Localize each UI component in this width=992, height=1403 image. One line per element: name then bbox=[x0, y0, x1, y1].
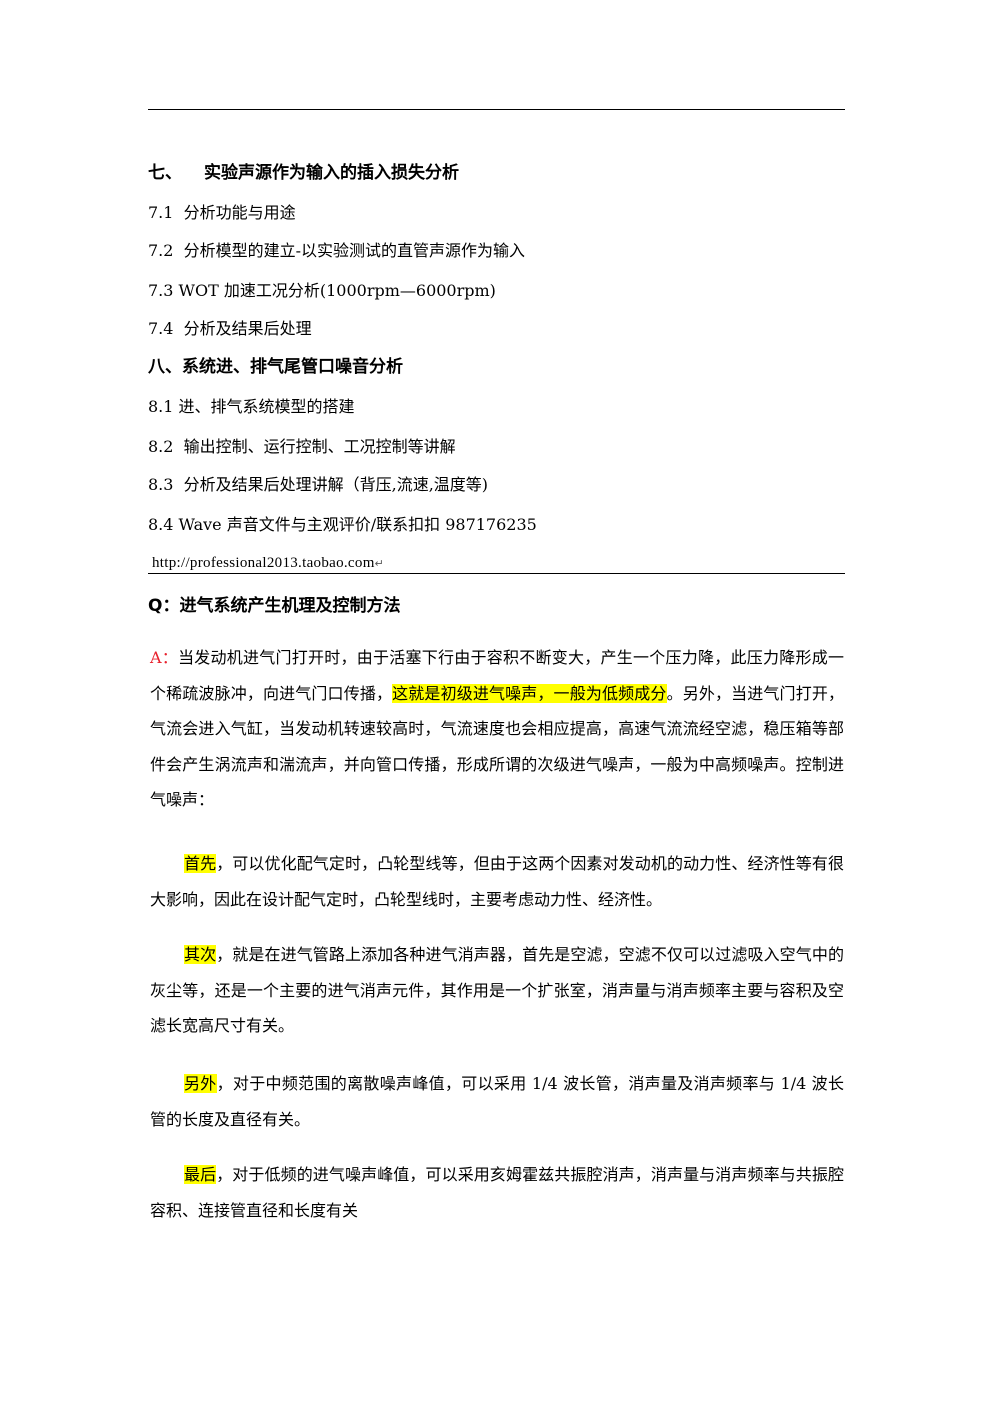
toc-item-number: 8.4 bbox=[148, 515, 174, 534]
point-text: ，对于低频的进气噪声峰值，可以采用亥姆霍兹共振腔消声，消声量与消声频率与共振腔容… bbox=[150, 1165, 844, 1220]
toc-item-text: 分析功能与用途 bbox=[183, 203, 296, 222]
question-heading: Q：进气系统产生机理及控制方法 bbox=[148, 596, 401, 616]
toc-item: 8.4 Wave 声音文件与主观评价/联系扣扣 987176235 bbox=[148, 515, 537, 535]
toc-item: 7.1 分析功能与用途 bbox=[148, 203, 296, 223]
point-lead: 其次 bbox=[184, 945, 217, 964]
point-text: ，就是在进气管路上添加各种进气消声器，首先是空滤，空滤不仅可以过滤吸入空气中的灰… bbox=[150, 945, 844, 1035]
toc-item-text: 分析及结果后处理 bbox=[183, 319, 312, 338]
control-point-third: 另外，对于中频范围的离散噪声峰值，可以采用 1/4 波长管，消声量及消声频率与 … bbox=[150, 1066, 844, 1137]
control-point-first: 首先，可以优化配气定时，凸轮型线等，但由于这两个因素对发动机的动力性、经济性等有… bbox=[150, 846, 844, 917]
toc-item: 8.3 分析及结果后处理讲解（背压,流速,温度等) bbox=[148, 475, 488, 495]
section-7-title: 实验声源作为输入的插入损失分析 bbox=[204, 163, 459, 183]
toc-item-text: 输出控制、运行控制、工况控制等讲解 bbox=[183, 437, 456, 456]
toc-item-text: WOT 加速工况分析(1000rpm—6000rpm) bbox=[178, 281, 496, 300]
section-7-heading: 七、 实验声源作为输入的插入损失分析 bbox=[148, 163, 459, 183]
section-8-title: 系统进、排气尾管口噪音分析 bbox=[182, 357, 403, 377]
answer-text-part2: 。另外，当进气门打开，气流会进入气缸，当发动机转速较高时，气流速度也会相应提高，… bbox=[150, 683, 844, 810]
section-8-heading: 八、系统进、排气尾管口噪音分析 bbox=[148, 357, 403, 377]
toc-item-text: 进、排气系统模型的搭建 bbox=[178, 397, 355, 416]
return-mark-icon: ↵ bbox=[374, 558, 385, 570]
section-8-number: 八、 bbox=[148, 357, 182, 377]
toc-item-text: 分析模型的建立-以实验测试的直管声源作为输入 bbox=[183, 241, 526, 260]
toc-item-number: 7.2 bbox=[148, 241, 174, 260]
toc-item-text: Wave 声音文件与主观评价/联系扣扣 987176235 bbox=[178, 515, 537, 534]
section-7-number: 七、 bbox=[148, 163, 182, 183]
point-lead: 首先 bbox=[184, 854, 217, 873]
toc-item: 8.2 输出控制、运行控制、工况控制等讲解 bbox=[148, 437, 456, 457]
toc-item: 7.3 WOT 加速工况分析(1000rpm—6000rpm) bbox=[148, 281, 496, 301]
toc-item-number: 7.4 bbox=[148, 319, 174, 338]
toc-item: 7.4 分析及结果后处理 bbox=[148, 319, 312, 339]
toc-item-number: 7.1 bbox=[148, 203, 174, 222]
toc-item-text: 分析及结果后处理讲解（背压,流速,温度等) bbox=[183, 475, 489, 494]
toc-item: 8.1 进、排气系统模型的搭建 bbox=[148, 397, 355, 417]
answer-highlight: 这就是初级进气噪声，一般为低频成分 bbox=[392, 683, 667, 703]
toc-item-number: 8.1 bbox=[148, 397, 174, 416]
answer-text-part1: 当发动机进气门打开时，由于活塞下行由于容积不断变大，产生一个压力降，此压力降形成… bbox=[150, 648, 844, 703]
point-text: ，可以优化配气定时，凸轮型线等，但由于这两个因素对发动机的动力性、经济性等有很大… bbox=[150, 854, 844, 909]
point-lead: 最后 bbox=[184, 1165, 217, 1184]
toc-item-number: 8.2 bbox=[148, 437, 174, 456]
control-point-second: 其次，就是在进气管路上添加各种进气消声器，首先是空滤，空滤不仅可以过滤吸入空气中… bbox=[150, 937, 844, 1044]
toc-item-number: 7.3 bbox=[148, 281, 174, 300]
point-text: ，对于中频范围的离散噪声峰值，可以采用 1/4 波长管，消声量及消声频率与 1/… bbox=[150, 1074, 844, 1129]
section-divider bbox=[148, 573, 845, 574]
control-point-fourth: 最后，对于低频的进气噪声峰值，可以采用亥姆霍兹共振腔消声，消声量与消声频率与共振… bbox=[150, 1157, 844, 1228]
toc-item-number: 8.3 bbox=[148, 475, 174, 494]
toc-item: 7.2 分析模型的建立-以实验测试的直管声源作为输入 bbox=[148, 241, 525, 261]
point-lead: 另外 bbox=[184, 1074, 217, 1093]
store-url-link[interactable]: http://professional2013.taobao.com bbox=[152, 555, 375, 571]
answer-paragraph: A：当发动机进气门打开时，由于活塞下行由于容积不断变大，产生一个压力降，此压力降… bbox=[150, 640, 844, 818]
header-rule bbox=[148, 109, 845, 110]
answer-label: A： bbox=[150, 648, 179, 667]
store-url-line: http://professional2013.taobao.com↵ bbox=[152, 553, 384, 574]
